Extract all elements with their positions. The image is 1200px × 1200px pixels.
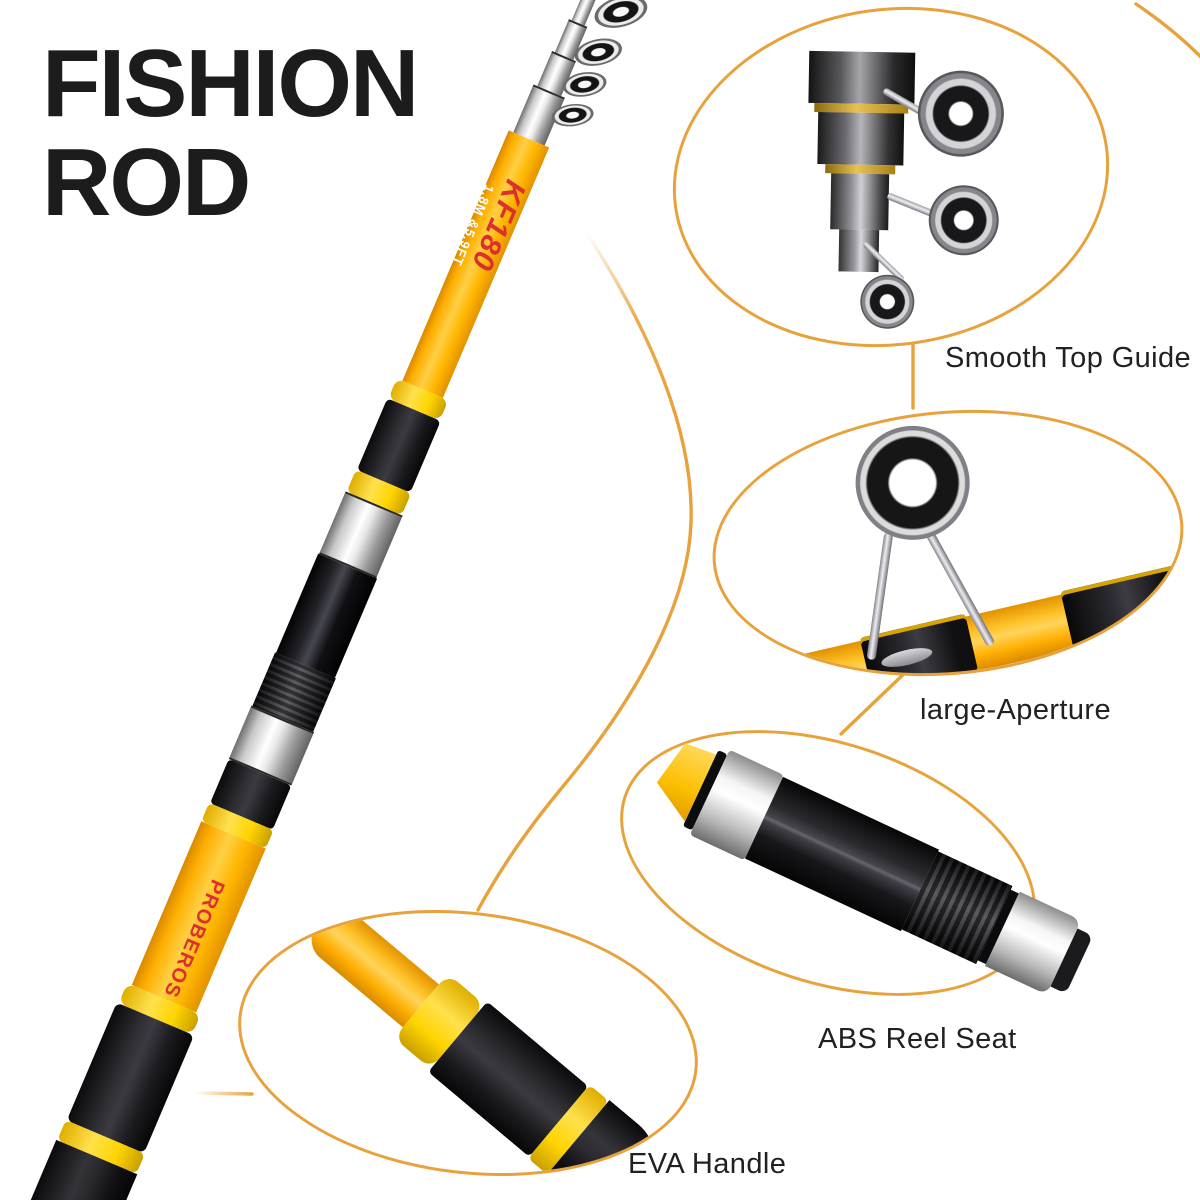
label-abs-reel-seat: ABS Reel Seat — [818, 1023, 1017, 1055]
label-eva-handle: EVA Handle — [628, 1148, 787, 1180]
leader-line-aperture-reelseat — [839, 667, 911, 736]
aperture-ring — [850, 421, 975, 545]
label-smooth-top-guide: Smooth Top Guide — [945, 342, 1192, 374]
reel-seat-body — [745, 776, 939, 932]
title-line-2: ROD — [42, 129, 251, 236]
rod-model-print: KF180 1.8M &5.9FT — [449, 170, 532, 280]
label-large-aperture: large-Aperture — [920, 694, 1111, 726]
corner-arc-decoration — [1134, 2, 1200, 59]
guide-ring-large — [912, 65, 1010, 163]
leader-line-rod-eva — [194, 1091, 254, 1096]
rod-tip-photo — [803, 50, 917, 273]
page-title: FISHION ROD — [42, 30, 419, 236]
title-line-1: FISHION — [42, 30, 419, 137]
guide-ring-medium — [924, 180, 1004, 260]
guide-ring-tip — [856, 271, 918, 333]
leader-line-swoop — [476, 230, 693, 912]
